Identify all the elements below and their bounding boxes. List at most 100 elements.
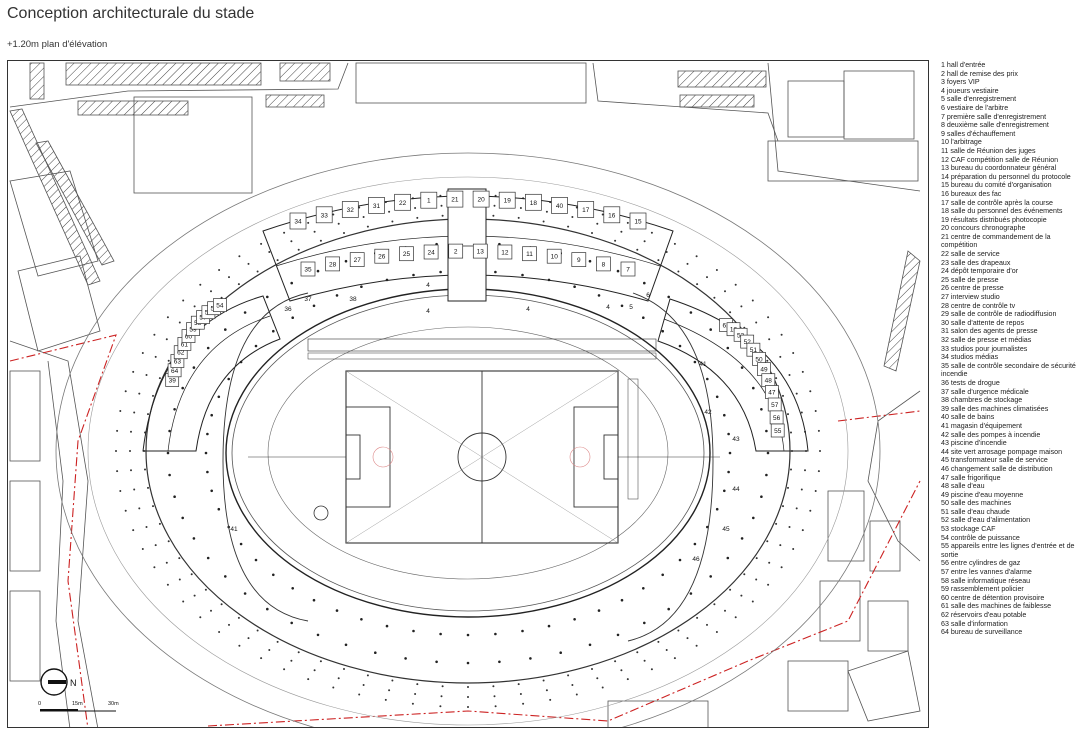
seat-dot	[247, 262, 250, 265]
room-cell	[368, 197, 385, 214]
legend-item: 39 salle des machines climatisées	[941, 404, 1049, 413]
legend-item: 17 salle de contrôle après la course	[941, 198, 1053, 207]
column-dot	[709, 575, 712, 578]
legend-item: 38 chambres de stockage	[941, 396, 1023, 405]
legend-item: 22 salle de service	[941, 250, 1000, 259]
column-dot	[360, 285, 363, 288]
bowl-room-label: 41	[699, 361, 707, 368]
seat-dot	[313, 669, 316, 672]
seat-dot	[706, 276, 708, 279]
seat-dot	[696, 616, 699, 619]
seat-dot	[130, 469, 132, 472]
bowl-room-label: 41	[230, 526, 238, 533]
seat-dot	[567, 674, 570, 677]
seat-dot	[734, 283, 737, 286]
column-dot	[559, 651, 562, 654]
column-dot	[206, 432, 209, 436]
seat-dot	[751, 299, 754, 302]
column-dot	[765, 429, 768, 433]
site-boundary	[207, 480, 921, 727]
room-label: 51	[750, 347, 758, 354]
seat-dot	[199, 616, 202, 619]
room-label: 59	[189, 327, 197, 334]
column-dot	[643, 621, 646, 625]
room-label: 11	[526, 251, 533, 258]
seat-dot	[724, 290, 726, 293]
seat-dot	[817, 429, 820, 432]
seat-dot	[636, 651, 639, 654]
legend-item: 10 l'arbitrage	[941, 138, 982, 147]
seat-dot	[601, 213, 604, 216]
column-dot	[439, 270, 442, 274]
column-dot	[412, 629, 415, 633]
building	[355, 62, 587, 104]
room-cell	[620, 261, 636, 277]
legend-item: 6 vestiaire de l'arbitre	[941, 103, 1009, 112]
room-label: 28	[329, 261, 337, 268]
seat-dot	[575, 206, 578, 209]
legend-item: 57 entre les vannes d'alarme	[941, 568, 1032, 577]
parking-strip	[679, 94, 755, 108]
seat-dot	[695, 255, 698, 258]
seat-dot	[695, 644, 698, 647]
seat-dot	[740, 594, 743, 597]
legend-item: 44 site vert arrosage pompage maison	[941, 447, 1063, 456]
seat-dot	[218, 269, 221, 271]
bowl-room-label: 44	[732, 486, 740, 493]
seat-dot	[237, 283, 240, 286]
seat-dot	[729, 588, 732, 591]
column-dot	[706, 377, 709, 381]
column-dot	[766, 451, 770, 455]
seat-dot	[801, 529, 804, 532]
seat-dot	[780, 566, 783, 569]
seat-dot	[809, 390, 812, 393]
column-dot	[335, 294, 339, 297]
seat-dot	[696, 283, 699, 286]
bowl-inner	[231, 294, 705, 612]
room-cell	[770, 423, 785, 438]
west-stand-outline	[142, 295, 281, 452]
seat-dot	[332, 213, 335, 216]
room-cell	[394, 193, 411, 211]
column-dot	[693, 360, 697, 364]
column-dot	[643, 281, 646, 285]
column-dot	[726, 346, 730, 350]
column-dot	[760, 408, 763, 411]
room-cell	[374, 248, 390, 264]
north-arrow: N	[40, 668, 77, 696]
seat-dot	[124, 390, 127, 393]
legend-item: 9 salles d'échauffement	[941, 129, 1016, 138]
column-dot	[206, 470, 209, 474]
seat-dot	[519, 207, 522, 209]
room-label: 63	[174, 359, 182, 366]
column-dot	[272, 329, 275, 333]
column-dot	[192, 537, 196, 540]
seat-dot	[620, 230, 623, 233]
column-dot	[521, 629, 524, 633]
seat-dot	[636, 248, 639, 251]
seat-dot	[779, 544, 782, 547]
seat-dot	[800, 411, 803, 414]
seat-dot	[643, 659, 646, 662]
column-dot	[291, 587, 295, 590]
seat-dot	[133, 488, 136, 491]
seat-dot	[178, 578, 181, 581]
seat-dot	[165, 338, 168, 341]
seat-dot	[388, 689, 391, 692]
column-dot	[254, 558, 258, 562]
seat-dot	[673, 657, 676, 660]
seat-dot	[787, 413, 789, 416]
seat-dot	[766, 540, 769, 543]
column-dot	[181, 386, 184, 390]
road	[867, 390, 921, 562]
seat-dot	[132, 529, 135, 532]
bowl-band-segment	[222, 460, 309, 622]
room-label: 12	[501, 250, 509, 257]
seat-dot	[542, 679, 545, 682]
bowl-band-segment	[222, 292, 309, 462]
column-dot	[312, 598, 316, 602]
seat-dot	[332, 686, 335, 689]
